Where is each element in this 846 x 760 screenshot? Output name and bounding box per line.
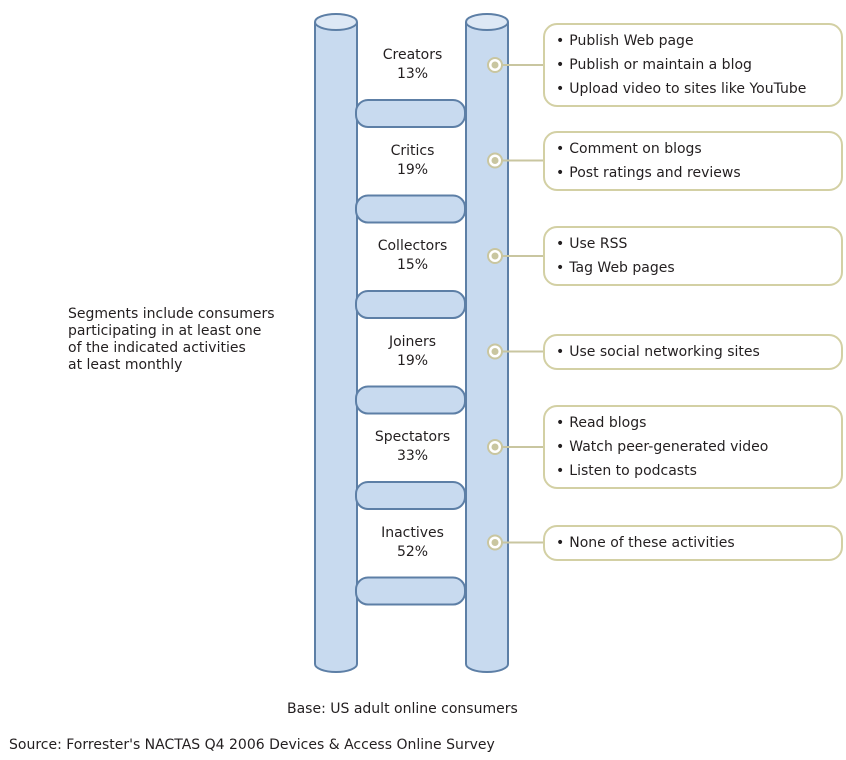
segment-label: Joiners 19% — [360, 333, 465, 371]
ladder-rung — [355, 99, 466, 128]
ladder-right-rail-top — [465, 13, 509, 31]
segments-note-line: of the indicated activities — [68, 340, 246, 356]
segment-label: Inactives 52% — [360, 524, 465, 562]
ladder-right-rail — [465, 22, 509, 673]
connector-dot — [491, 157, 499, 164]
ladder-rung — [355, 385, 466, 415]
activity-item: None of these activities — [565, 531, 831, 555]
segments-note-line: at least monthly — [68, 357, 183, 373]
activity-box: Comment on blogsPost ratings and reviews — [543, 131, 843, 191]
segment-label: Spectators 33% — [360, 428, 465, 466]
activity-item: Watch peer-generated video — [565, 435, 831, 459]
segment-name: Critics — [390, 142, 435, 159]
activity-box: Read blogsWatch peer-generated videoList… — [543, 405, 843, 489]
activity-item: Publish or maintain a blog — [565, 53, 831, 77]
activity-item: Tag Web pages — [565, 256, 831, 280]
segments-note: Segments include consumers participating… — [68, 306, 328, 374]
activity-item: Post ratings and reviews — [565, 161, 831, 185]
segment-label: Creators 13% — [360, 46, 465, 84]
activity-item: Listen to podcasts — [565, 459, 831, 483]
segment-name: Spectators — [374, 429, 451, 445]
connector-dot — [491, 61, 499, 69]
ladder-rung — [355, 194, 466, 224]
connector-dot — [491, 252, 499, 260]
segment-percent: 19% — [396, 352, 429, 369]
activity-item: Comment on blogs — [565, 137, 831, 161]
activity-item: Read blogs — [565, 411, 831, 435]
segment-label: Collectors 15% — [360, 237, 465, 275]
connector-dot — [491, 539, 499, 546]
connector-dot — [491, 348, 499, 355]
activity-box: None of these activities — [543, 525, 843, 561]
segments-note-line: participating in at least one — [68, 323, 262, 339]
segment-percent: 52% — [396, 543, 429, 560]
activity-box: Publish Web pagePublish or maintain a bl… — [543, 23, 843, 107]
ladder-left-rail — [314, 22, 358, 673]
segment-percent: 15% — [396, 257, 429, 273]
activity-box: Use social networking sites — [543, 334, 843, 370]
segment-percent: 19% — [396, 161, 429, 178]
segment-percent: 13% — [396, 66, 429, 82]
activity-box: Use RSSTag Web pages — [543, 226, 843, 286]
base-note: Base: US adult online consumers — [287, 701, 518, 717]
segment-label: Critics 19% — [360, 142, 465, 180]
segment-name: Creators — [382, 47, 443, 63]
activity-item: Publish Web page — [565, 29, 831, 53]
segment-name: Joiners — [388, 333, 437, 350]
ladder-left-rail-top — [314, 13, 358, 31]
segment-name: Inactives — [381, 524, 444, 541]
ladder-rung — [355, 481, 466, 510]
activity-item: Use RSS — [565, 232, 831, 256]
ladder-rung — [355, 290, 466, 319]
segment-name: Collectors — [377, 238, 448, 254]
activity-item: Upload video to sites like YouTube — [565, 77, 831, 101]
connector-dot — [491, 443, 499, 451]
source-note: Source: Forrester's NACTAS Q4 2006 Devic… — [9, 737, 495, 753]
segment-percent: 33% — [396, 448, 429, 464]
activity-item: Use social networking sites — [565, 340, 831, 364]
segments-note-line: Segments include consumers — [68, 306, 275, 322]
ladder-rung — [355, 576, 466, 606]
